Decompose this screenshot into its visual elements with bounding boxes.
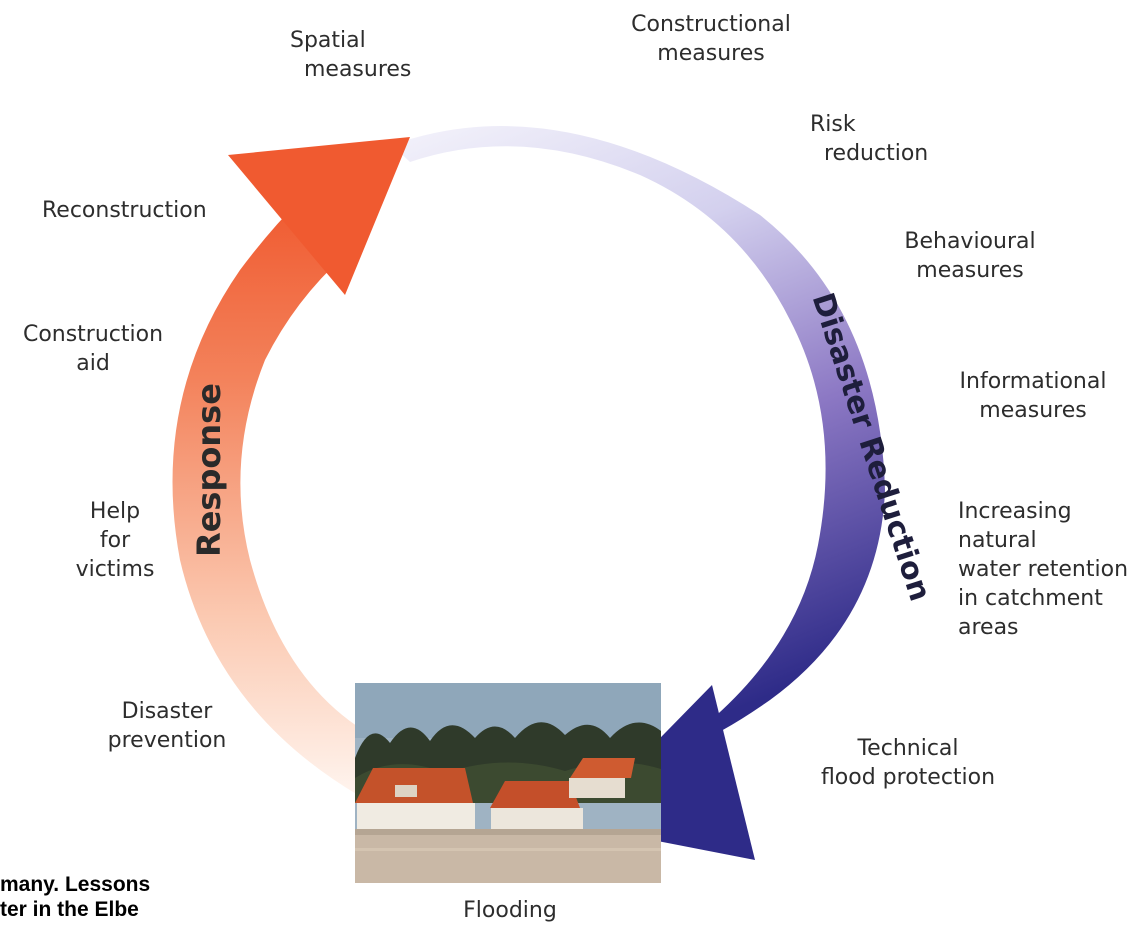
label-informational-measures: Informational measures [959,369,1107,423]
label-construction-aid: Construction aid [22,322,164,376]
label-constructional-measures: Constructional measures [631,12,791,66]
label-increasing-water-retention: Increasing natural water retention in ca… [958,499,1129,640]
label-spatial-measures: Spatial measures [290,28,412,82]
label-disaster-prevention: Disaster prevention [107,699,227,753]
label-technical-flood-protection: Technical flood protection [820,736,996,790]
label-flooding: Flooding [463,898,557,923]
response-arrowhead [228,137,410,295]
response-arc [172,200,380,795]
label-reconstruction: Reconstruction [42,198,207,223]
response-arc-label: Response [190,383,228,557]
label-behavioural-measures: Behavioural measures [904,229,1036,283]
figure-caption-fragment: many. Lessons ter in the Elbe [0,873,151,921]
label-help-for-victims: Help for victims [75,499,155,582]
label-risk-reduction: Risk reduction [810,112,929,166]
flooded-houses-photo [355,683,661,883]
